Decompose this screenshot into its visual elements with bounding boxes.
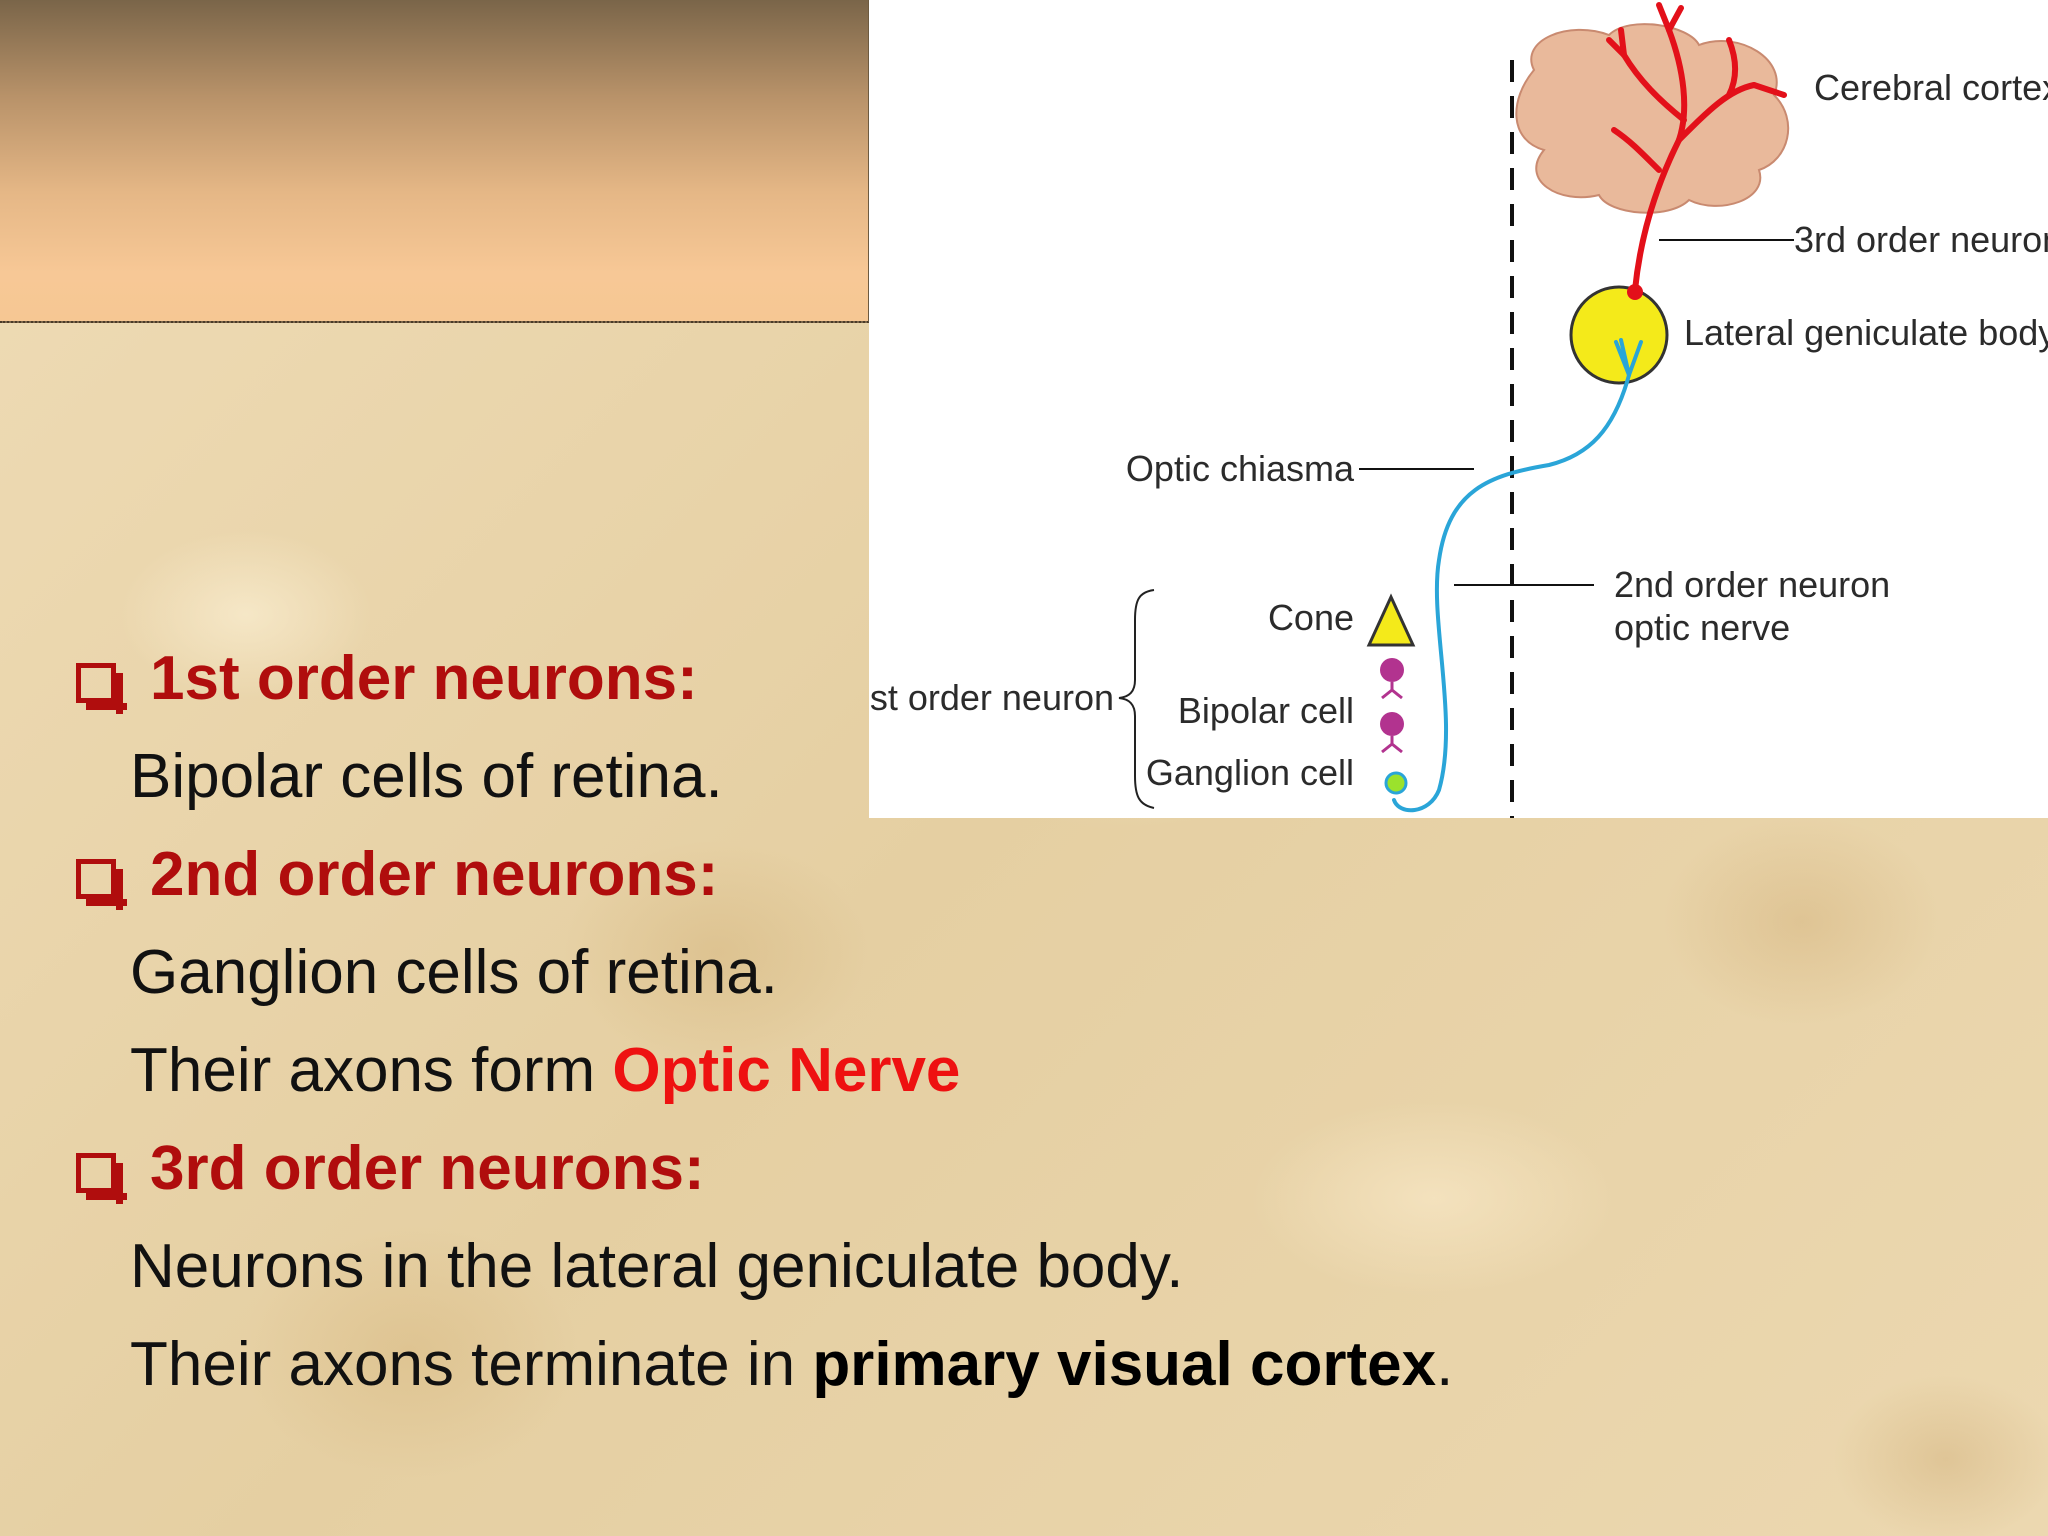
heading-first-order-text: 1st order neurons:	[150, 644, 698, 713]
first-order-brace	[1118, 589, 1155, 809]
ganglion-cell-shape	[1384, 771, 1408, 795]
heading-second-order-text: 2nd order neurons:	[150, 840, 719, 909]
heading-second-order: 2nd order neurons:	[76, 826, 1776, 924]
third-order-axons-prefix: Their axons terminate in	[130, 1330, 813, 1399]
cerebral-cortex-shape	[1515, 23, 1790, 214]
label-cone: Cone	[1268, 597, 1354, 638]
label-pointers	[1359, 239, 1794, 586]
lgb-neuron-dot	[1627, 284, 1643, 300]
third-order-description: Neurons in the lateral geniculate body.	[130, 1232, 1184, 1301]
label-optic-nerve: optic nerve	[1614, 607, 1790, 648]
checkbox-bullet-icon	[76, 663, 127, 714]
first-order-description: Bipolar cells of retina.	[130, 742, 723, 811]
label-cerebral-cortex: Cerebral cortex	[1814, 67, 2048, 108]
second-order-axons-prefix: Their axons form	[130, 1036, 613, 1105]
label-bipolar-cell: Bipolar cell	[1178, 690, 1354, 731]
label-ganglion-cell: Ganglion cell	[1146, 752, 1354, 793]
lgb-circle	[1569, 285, 1669, 385]
label-lateral-geniculate-body: Lateral geniculate body	[1684, 312, 2048, 353]
second-order-description: Ganglion cells of retina.	[130, 938, 778, 1007]
heading-third-order-text: 3rd order neurons:	[150, 1134, 705, 1203]
heading-first-order: 1st order neurons:	[76, 630, 1776, 728]
third-order-pathway	[1606, 2, 1787, 293]
title-band	[0, 0, 869, 323]
checkbox-bullet-icon	[76, 859, 127, 910]
second-order-pathway	[1392, 338, 1643, 813]
label-second-order-neuron: 2nd order neuron	[1614, 564, 1890, 605]
checkbox-bullet-icon	[76, 1153, 127, 1204]
label-optic-chiasma: Optic chiasma	[1126, 448, 1355, 489]
heading-third-order: 3rd order neurons:	[76, 1120, 1776, 1218]
primary-visual-cortex-bold: primary visual cortex	[812, 1330, 1437, 1399]
slide-content: 1st order neurons: Bipolar cells of reti…	[76, 630, 1776, 1414]
bipolar-cell-shape	[1380, 658, 1404, 754]
optic-nerve-highlight: Optic Nerve	[612, 1036, 961, 1105]
second-order-axons: Their axons form Optic Nerve	[76, 1022, 1776, 1120]
third-order-axons-suffix: .	[1436, 1330, 1454, 1399]
visual-pathway-svg: Cerebral cortex 3rd order neuron Lateral…	[869, 2, 2048, 818]
third-order-axons: Their axons terminate in primary visual …	[76, 1316, 1776, 1414]
label-first-order-neuron: 1st order neuron	[869, 677, 1114, 718]
label-third-order-neuron: 3rd order neuron	[1794, 219, 2048, 260]
cone-cell	[1366, 593, 1416, 647]
visual-pathway-diagram: Cerebral cortex 3rd order neuron Lateral…	[869, 0, 2048, 818]
